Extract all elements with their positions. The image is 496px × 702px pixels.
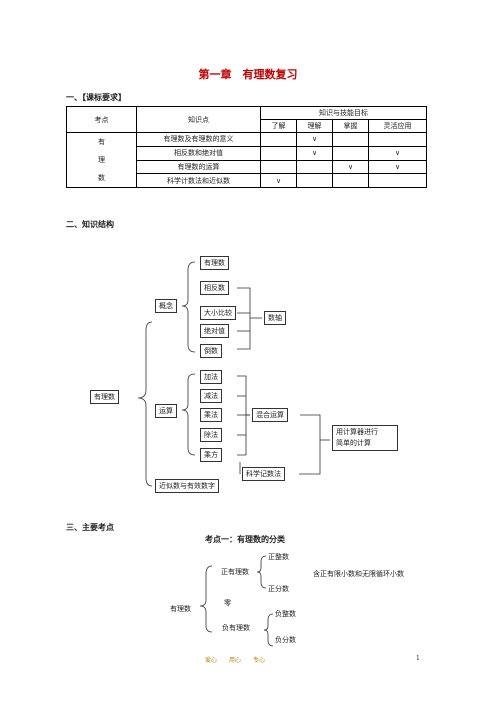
node-division: 除法 — [200, 428, 222, 442]
node-concept: 概念 — [155, 299, 177, 313]
level-2: 理解 — [296, 119, 333, 133]
class-positive-rational: 正有理数 — [221, 568, 249, 576]
section-heading-key-points: 三、主要考点 — [66, 522, 114, 532]
header-zhishidian: 知识点 — [136, 106, 261, 133]
class-zero: 零 — [224, 599, 231, 607]
node-scientific-notation: 科学记数法 — [242, 467, 285, 481]
class-positive-integer: 正整数 — [268, 553, 289, 561]
node-number-axis: 数轴 — [264, 311, 286, 325]
class-note: 含正有限小数和无限循环小数 — [313, 570, 404, 578]
group-cell: 有 理 数 — [66, 132, 137, 188]
table-row-name: 有理数及有理数的意义 — [136, 132, 261, 147]
level-4: 灵活应用 — [368, 119, 427, 133]
node-addition: 加法 — [200, 370, 222, 384]
table-row-name: 科学计数法和近似数 — [136, 173, 261, 188]
page-number: 1 — [416, 655, 420, 662]
level-1: 了解 — [260, 119, 297, 133]
node-approximation: 近似数与有效数字 — [155, 479, 219, 493]
footer-text: 爱心 用心 专心 — [205, 657, 266, 664]
header-kaodian: 考点 — [66, 106, 137, 133]
section-heading-standards: 一、【课标要求】 — [66, 92, 126, 102]
key-point-one: 考点一：有理数的分类 — [205, 534, 285, 544]
node-reciprocal: 倒数 — [200, 344, 222, 358]
class-negative-rational: 负有理数 — [222, 624, 250, 632]
node-compare-size: 大小比较 — [200, 306, 236, 320]
page-title: 第一章 有理数复习 — [198, 68, 298, 81]
node-rational-number: 有理数 — [200, 256, 229, 270]
class-root: 有理数 — [170, 605, 191, 613]
standards-table: 考点 知识点 知识与技能目标 了解 理解 掌握 灵活应用 有 理 数 有理数及有… — [66, 106, 427, 188]
node-calculator: 用计算器进行 简单的计算 — [332, 425, 398, 451]
class-negative-integer: 负整数 — [275, 610, 296, 618]
node-multiplication: 乘法 — [200, 408, 222, 422]
node-subtraction: 减法 — [200, 389, 222, 403]
class-positive-fraction: 正分数 — [268, 585, 289, 593]
node-opposite-number: 相反数 — [200, 281, 229, 295]
node-mixed-operations: 混合运算 — [252, 408, 288, 422]
node-power: 乘方 — [200, 448, 222, 462]
node-root-rational: 有理数 — [90, 390, 119, 404]
class-negative-fraction: 负分数 — [275, 636, 296, 644]
node-absolute-value: 绝对值 — [200, 324, 229, 338]
node-operations: 运算 — [155, 404, 177, 418]
section-heading-structure: 二、知识结构 — [66, 219, 114, 229]
